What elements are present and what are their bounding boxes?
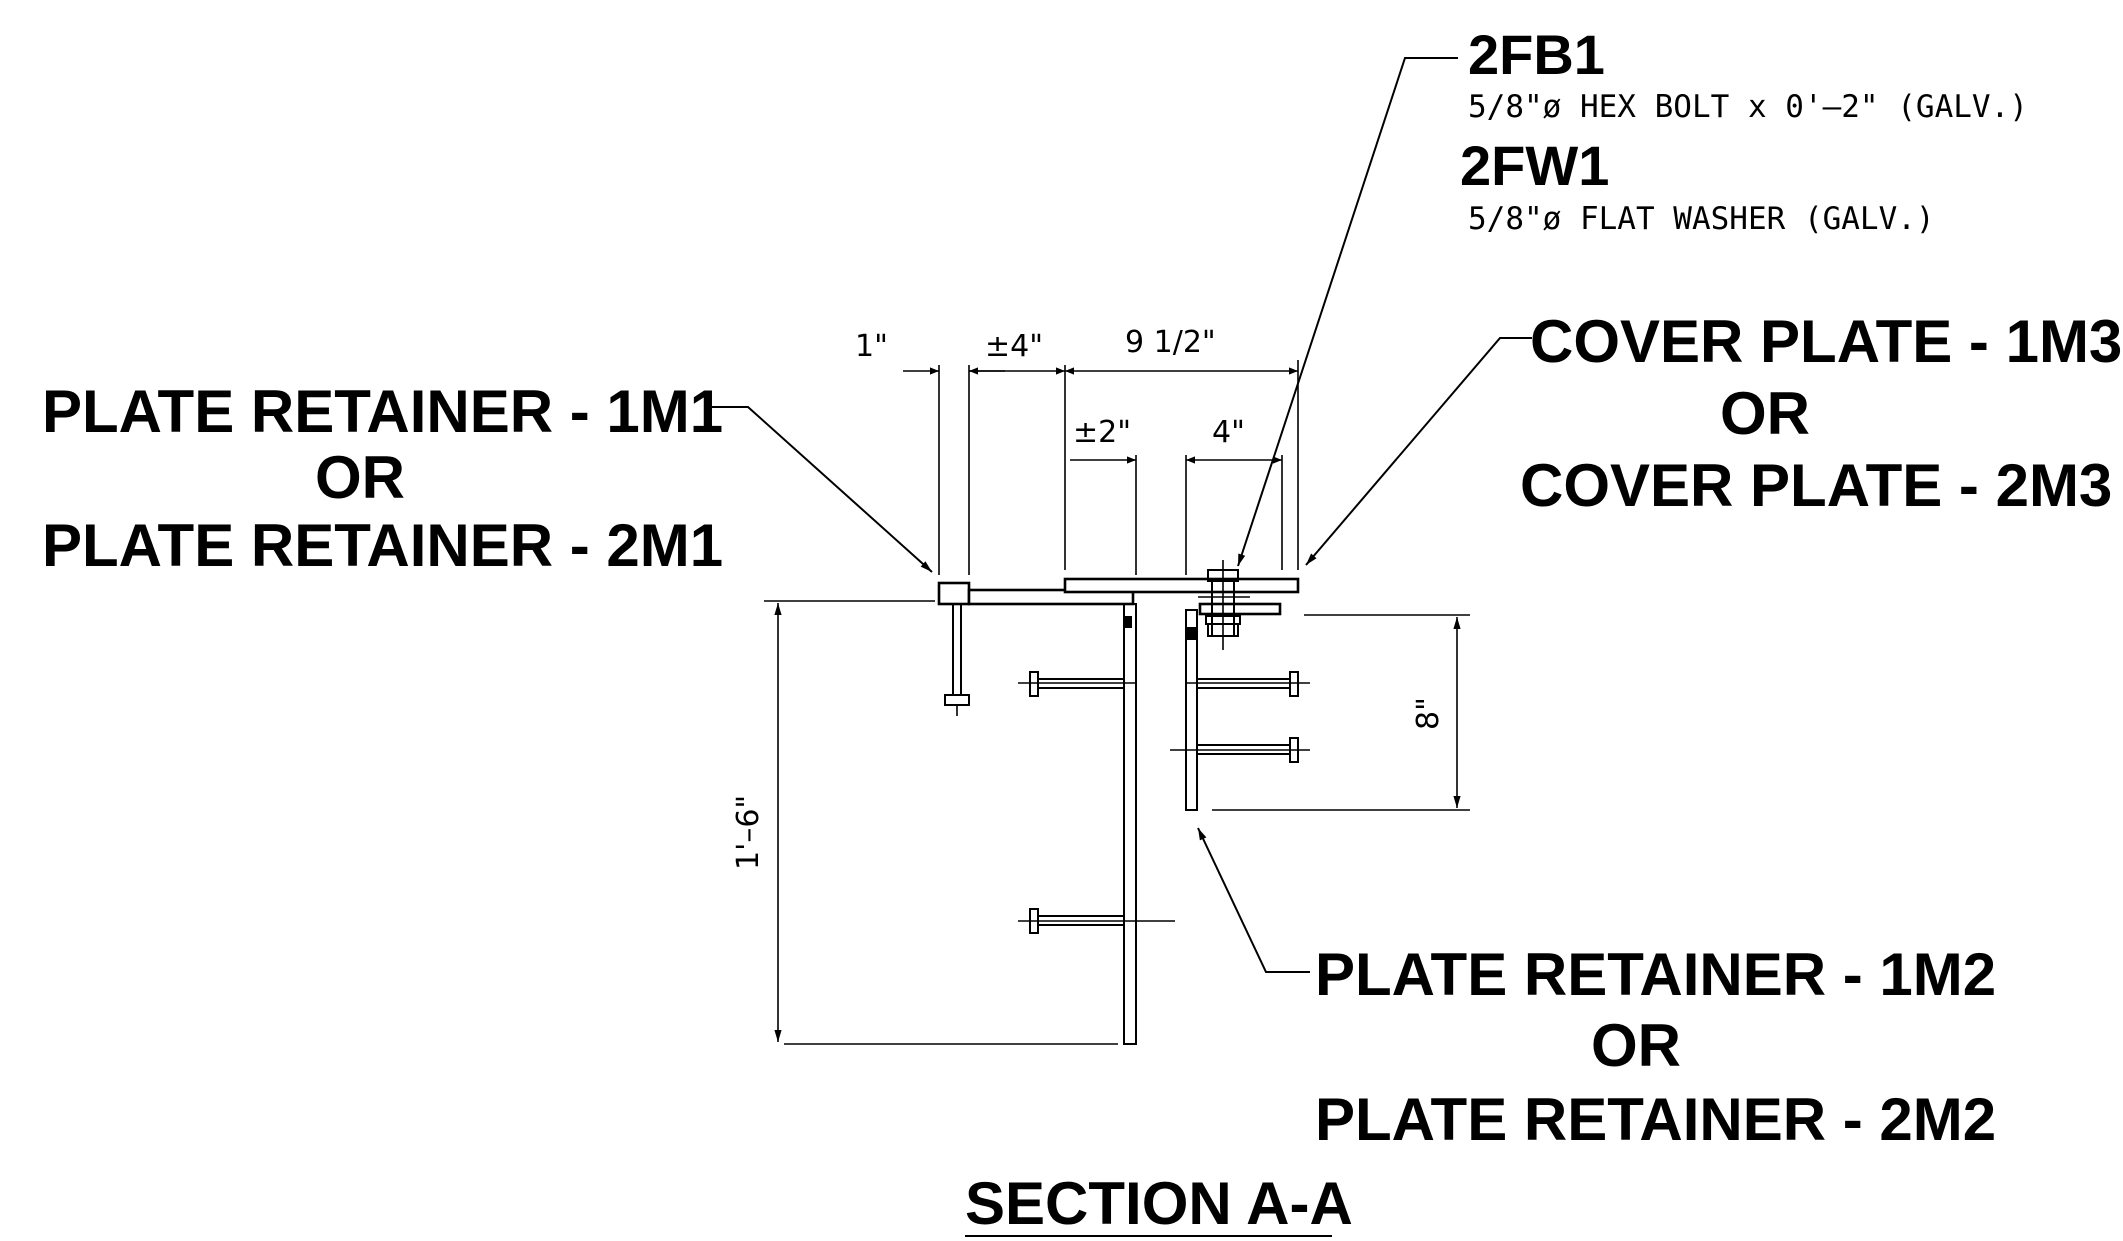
bolt-plate: [1198, 602, 1282, 616]
retainer-left-plate: [937, 581, 971, 606]
label-retainer-left-or: OR: [315, 444, 405, 511]
label-2fb1: 2FB1: [1468, 23, 1605, 86]
dim-4in: 4": [1212, 415, 1245, 450]
label-2fb1-desc: 5/8"ø HEX BOLT x 0'–2" (GALV.): [1468, 89, 2028, 125]
dim-pm2: ±2": [1073, 415, 1131, 450]
label-retainer-1m2: PLATE RETAINER - 1M2: [1315, 941, 1996, 1008]
left-stud: [952, 603, 962, 696]
label-retainer-right-or: OR: [1591, 1012, 1681, 1079]
label-cover-plate-1m3: COVER PLATE - 1M3: [1530, 308, 2122, 375]
top-flange-plate: [967, 588, 1135, 606]
left-stud-head: [944, 694, 970, 706]
annotation-labels: 2FB1 5/8"ø HEX BOLT x 0'–2" (GALV.) 2FW1…: [42, 23, 2122, 1237]
dim-1ft6: 1'–6": [731, 795, 766, 870]
cover-plate: [1063, 577, 1300, 594]
section-title: SECTION A-A: [965, 1170, 1353, 1237]
section-geometry: [937, 560, 1310, 1045]
shear-studs: [1018, 671, 1310, 934]
dim-8in: 8": [1411, 697, 1446, 730]
label-cover-plate-2m3: COVER PLATE - 2M3: [1520, 452, 2112, 519]
retainer-right-plate: [1185, 609, 1198, 811]
weld-right: [1186, 627, 1196, 640]
dimension-texts: 1" ±4" 9 1/2" ±2" 4" 8" 1'–6": [731, 325, 1446, 870]
hex-bolt-assembly: [1198, 560, 1250, 650]
dimension-lines: [764, 360, 1470, 1045]
dim-1in: 1": [855, 329, 888, 364]
dim-9half: 9 1/2": [1125, 325, 1216, 360]
label-2fw1: 2FW1: [1460, 134, 1609, 197]
main-web-plate: [1123, 603, 1137, 1045]
label-retainer-2m2: PLATE RETAINER - 2M2: [1315, 1086, 1996, 1153]
dim-pm4: ±4": [985, 329, 1043, 364]
weld-left: [1124, 616, 1132, 628]
label-cover-or: OR: [1720, 380, 1810, 447]
label-retainer-2m1: PLATE RETAINER - 2M1: [42, 512, 723, 579]
label-2fw1-desc: 5/8"ø FLAT WASHER (GALV.): [1468, 201, 1935, 237]
label-retainer-1m1: PLATE RETAINER - 1M1: [42, 378, 723, 445]
leader-lines: [712, 57, 1532, 973]
